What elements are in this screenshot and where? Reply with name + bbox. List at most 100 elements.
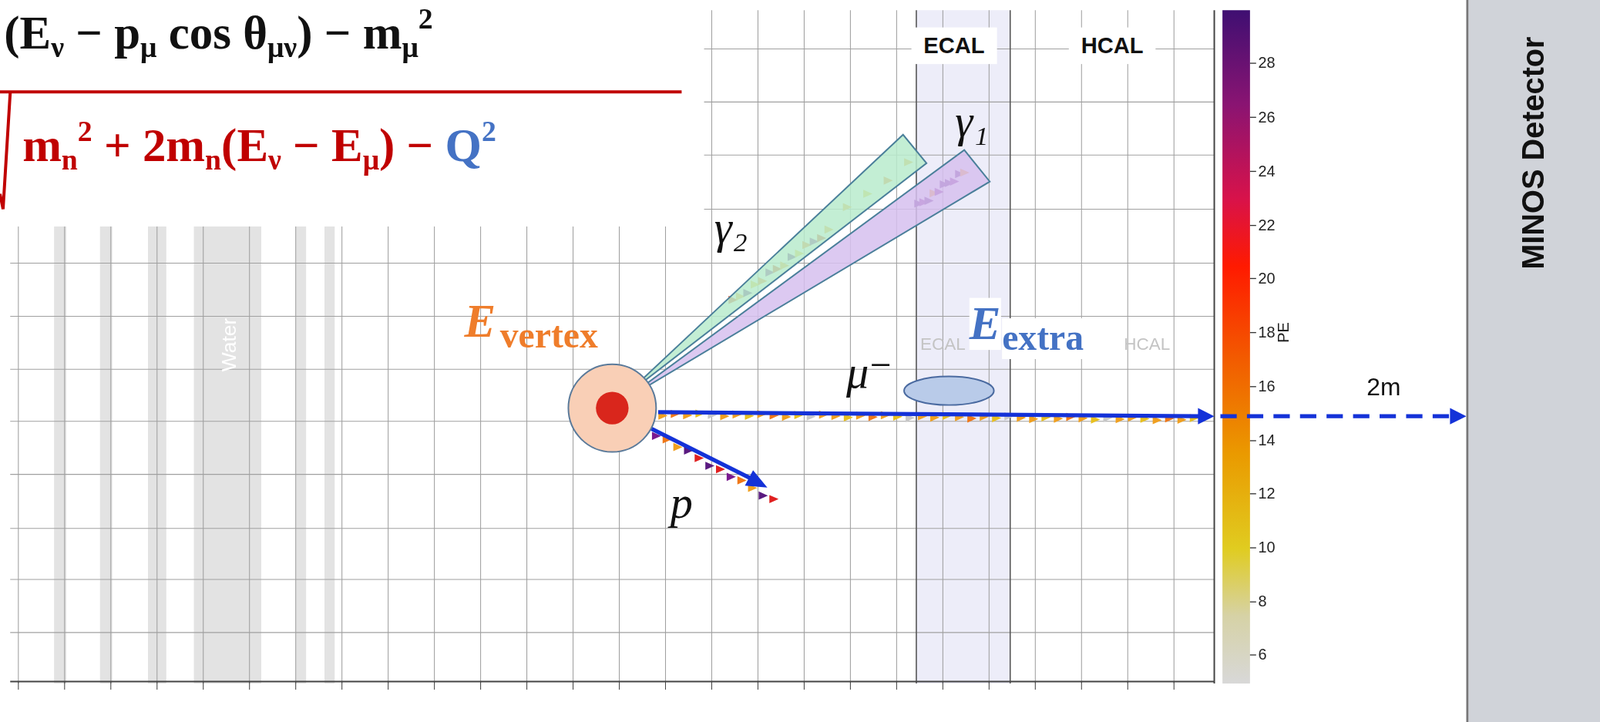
- grid-line: [1173, 10, 1175, 684]
- formula-term: + 2m: [92, 119, 206, 172]
- track-extrapolation: [1220, 414, 1450, 419]
- colorbar-tick: [1250, 171, 1257, 172]
- node-text: MINOS Detector: [1515, 36, 1550, 269]
- formula-panel: [0, 0, 705, 227]
- colorbar-value: 16: [1257, 378, 1275, 396]
- axis-tick: [757, 681, 759, 690]
- node-outline: [624, 150, 990, 400]
- colorbar-value: 14: [1257, 432, 1275, 450]
- formula-term: ) −: [379, 119, 445, 172]
- formula-term: ν: [268, 144, 282, 176]
- formula-term: n: [61, 144, 78, 176]
- colorbar-tick: [1250, 547, 1257, 548]
- colorbar-value: 18: [1257, 324, 1275, 342]
- formula-term: 2: [77, 115, 93, 148]
- axis-tick: [896, 681, 898, 690]
- axis-tick: [295, 681, 296, 690]
- colorbar-value: 26: [1257, 108, 1275, 126]
- formula-line: (Eν − pμ cos θμν) − mμ2: [3, 2, 433, 66]
- formula-term: 2: [481, 115, 497, 148]
- axis-tick: [1081, 681, 1083, 690]
- material-label: Water: [217, 318, 240, 373]
- formula-term: μν: [267, 31, 297, 64]
- section-label: HCAL: [1068, 27, 1157, 65]
- node-text: extra: [1001, 318, 1084, 359]
- axis-tick: [526, 681, 528, 690]
- colorbar-tick: [1250, 601, 1257, 602]
- fraction-bar: [0, 90, 682, 94]
- colorbar-tick: [1250, 332, 1257, 333]
- grid-line: [896, 10, 898, 684]
- hit-marker: [705, 461, 715, 471]
- formula-term: ν: [50, 31, 64, 64]
- colorbar-value: 24: [1257, 163, 1275, 181]
- colorbar-tick: [1250, 62, 1257, 64]
- grid-line: [10, 473, 1214, 475]
- grid-line: [10, 527, 1214, 529]
- axis-tick: [850, 681, 851, 690]
- node-text: vertex: [500, 315, 599, 357]
- colorbar-tick: [1250, 386, 1257, 387]
- muon-track: [658, 408, 1597, 425]
- grid-line: [10, 631, 1214, 633]
- axis-tick: [988, 681, 990, 690]
- colorbar-value: 6: [1257, 646, 1267, 664]
- node-outline: [903, 375, 995, 407]
- grid-line: [10, 578, 1214, 580]
- axis-tick: [942, 681, 944, 690]
- axis-tick: [803, 681, 805, 690]
- colorbar-value: 8: [1257, 593, 1267, 611]
- grid-line: [850, 10, 851, 684]
- extra-energy-ellipse: Eextra: [903, 375, 995, 407]
- cone-shape: [624, 150, 990, 400]
- particle-label: p: [670, 479, 693, 529]
- colorbar-tick: [1250, 117, 1257, 118]
- node-text: E: [969, 298, 1002, 350]
- track-line: [658, 412, 1200, 417]
- vertex-circle: Evertex: [566, 362, 659, 454]
- distance-label: 2m: [1366, 374, 1401, 402]
- axis-tick: [202, 681, 204, 690]
- colorbar-value: 20: [1257, 270, 1275, 288]
- axis-tick: [1035, 681, 1036, 690]
- vertex-dot: [595, 391, 629, 424]
- formula-term: (E: [221, 119, 269, 172]
- axis-tick: [63, 681, 65, 690]
- formula-term: 2: [418, 3, 434, 35]
- node-text: γ₁: [954, 97, 989, 148]
- axis-tick: [341, 681, 343, 690]
- formula-term: n: [205, 144, 222, 176]
- colorbar-value: 10: [1257, 539, 1275, 557]
- axis-tick: [711, 681, 713, 690]
- grid-line: [803, 10, 805, 684]
- colorbar-tick: [1250, 493, 1257, 495]
- formula-line: mn2 + 2mn(Eν − Eμ) − Q2: [22, 114, 497, 178]
- arrow-head: [1197, 408, 1214, 425]
- axis-tick: [433, 681, 435, 690]
- formula-term: (E: [3, 6, 51, 60]
- formula-term: m: [22, 119, 62, 172]
- axis-tick: [110, 681, 111, 690]
- extra-region: [904, 376, 995, 406]
- faint-label: ECAL: [920, 335, 966, 355]
- colorbar-unit: PE: [1275, 322, 1293, 343]
- axis-tick: [156, 681, 158, 690]
- formula-term: μ: [363, 144, 380, 176]
- section-label: ECAL: [910, 27, 997, 65]
- formula-term: μ: [401, 31, 418, 64]
- ecal-band: [916, 10, 1011, 684]
- hit-marker: [726, 473, 737, 482]
- grid-line: [757, 10, 759, 684]
- hit-marker: [758, 491, 768, 501]
- axis-tick: [248, 681, 250, 690]
- colorbar-tick: [1250, 440, 1257, 441]
- axis-tick: [618, 681, 620, 690]
- grid-line: [10, 315, 1214, 317]
- formula-term: ) − m: [296, 6, 402, 60]
- cone-shape: [622, 134, 928, 399]
- axis-tick: [17, 681, 19, 690]
- detector-panel: MINOS Detector: [1466, 0, 1600, 722]
